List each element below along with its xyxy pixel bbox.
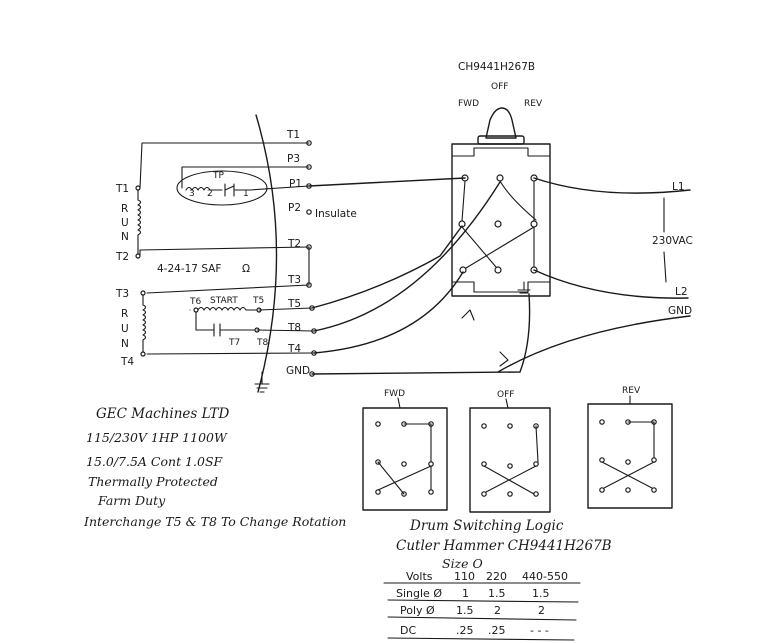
winding-t1-label: T1 [115, 183, 129, 195]
start-t5-label: T5 [252, 296, 264, 306]
table-header-220: 220 [486, 570, 507, 583]
motor-internal-wiring [139, 142, 315, 355]
nameplate-line6: Interchange T5 & T8 To Change Rotation [83, 514, 346, 529]
term-t1-label: T1 [286, 129, 300, 141]
logic-rev-label: REV [622, 386, 641, 396]
run1-r: R [121, 203, 128, 215]
start-t8-label: T8 [256, 338, 268, 348]
table-cell: 1 [462, 587, 469, 600]
start-t6-label: T6 [189, 297, 201, 307]
term-t2-label: T2 [287, 238, 301, 250]
run2-r: R [121, 308, 128, 320]
table-cell: .25 [456, 624, 474, 637]
start-t7-label: T7 [228, 338, 240, 348]
start-winding-icon [193, 306, 262, 337]
drum-switch-body [451, 143, 551, 297]
insulate-label: Insulate [315, 208, 357, 220]
switch-rev-label: REV [524, 99, 543, 109]
term-p2-label: P2 [288, 202, 301, 214]
table-cell: 1.5 [488, 587, 506, 600]
logic-rev-diagram [587, 395, 673, 509]
term-t5-label: T5 [287, 298, 301, 310]
logic-title-1: Drum Switching Logic [409, 518, 564, 534]
ground-icon [254, 371, 270, 393]
table-cell: 1.5 [456, 604, 474, 617]
run1-u: U [121, 217, 129, 229]
nameplate-line1: GEC Machines LTD [96, 406, 229, 422]
external-wiring [308, 177, 691, 375]
table-cell: 2 [494, 604, 501, 617]
table-row-single-label: Single Ø [396, 587, 442, 600]
supply-gnd-label: GND [668, 305, 692, 317]
nameplate-line3: 15.0/7.5A Cont 1.0SF [86, 454, 224, 469]
run1-n: N [121, 231, 129, 243]
term-t3-label: T3 [287, 274, 301, 286]
table-cell: .25 [488, 624, 506, 637]
winding-t3-label: T3 [115, 288, 129, 300]
supply-voltage-label: 230VAC [652, 235, 693, 247]
terminal-dots [306, 140, 317, 377]
supply-l1-label: L1 [672, 181, 685, 193]
voltage-bracket [663, 197, 667, 283]
arrow-icon [499, 351, 509, 367]
nameplate-line2: 115/230V 1HP 1100W [86, 430, 228, 445]
thermal-protector-icon [176, 170, 268, 206]
date-signature: 4-24-17 SAF [157, 263, 221, 275]
run-winding-1-icon [135, 185, 142, 259]
table-row-dc-label: DC [400, 624, 416, 637]
terminal-board-divider [255, 114, 278, 393]
logic-off-diagram [469, 398, 551, 513]
term-gnd-label: GND [286, 365, 310, 377]
switch-knob-icon [477, 107, 525, 145]
table-header-440: 440-550 [522, 570, 568, 583]
logic-title-2: Cutler Hammer CH9441H267B [396, 538, 612, 554]
switch-model-label: CH9441H267B [458, 61, 535, 73]
switch-off-label: OFF [491, 82, 508, 92]
tp-3-label: 3 [189, 189, 195, 199]
table-cell: - - - [530, 624, 549, 637]
logic-fwd-diagram [362, 397, 448, 511]
logic-fwd-label: FWD [384, 389, 405, 399]
term-p1-label: P1 [289, 178, 302, 190]
ohm-symbol-icon: Ω [242, 263, 250, 275]
table-row-poly-label: Poly Ø [400, 604, 435, 617]
nameplate-line5: Farm Duty [97, 493, 166, 508]
table-cell: 2 [538, 604, 545, 617]
term-p3-label: P3 [287, 153, 300, 165]
tp-1-label: 1 [243, 189, 249, 199]
run-winding-2-icon [140, 290, 147, 357]
tp-label: TP [212, 171, 224, 181]
table-header-110: 110 [454, 570, 475, 583]
supply-l2-label: L2 [675, 286, 688, 298]
term-t4-label: T4 [287, 343, 301, 355]
winding-t2-label: T2 [115, 251, 129, 263]
run2-u: U [121, 323, 129, 335]
nameplate-line4: Thermally Protected [88, 474, 218, 489]
switch-fwd-label: FWD [458, 99, 479, 109]
logic-off-label: OFF [497, 390, 514, 400]
winding-t4-label: T4 [120, 356, 134, 368]
table-cell: 1.5 [532, 587, 550, 600]
arrow-icon [461, 309, 475, 321]
tp-2-label: 2 [207, 189, 213, 199]
table-header-volts: Volts [406, 570, 433, 583]
term-t8-label: T8 [287, 322, 301, 334]
logic-size: Size O [442, 556, 483, 571]
run2-n: N [121, 338, 129, 350]
start-label: START [210, 296, 238, 306]
rating-table: Volts 110 220 440-550 Single Ø 1 1.5 1.5… [383, 570, 581, 641]
